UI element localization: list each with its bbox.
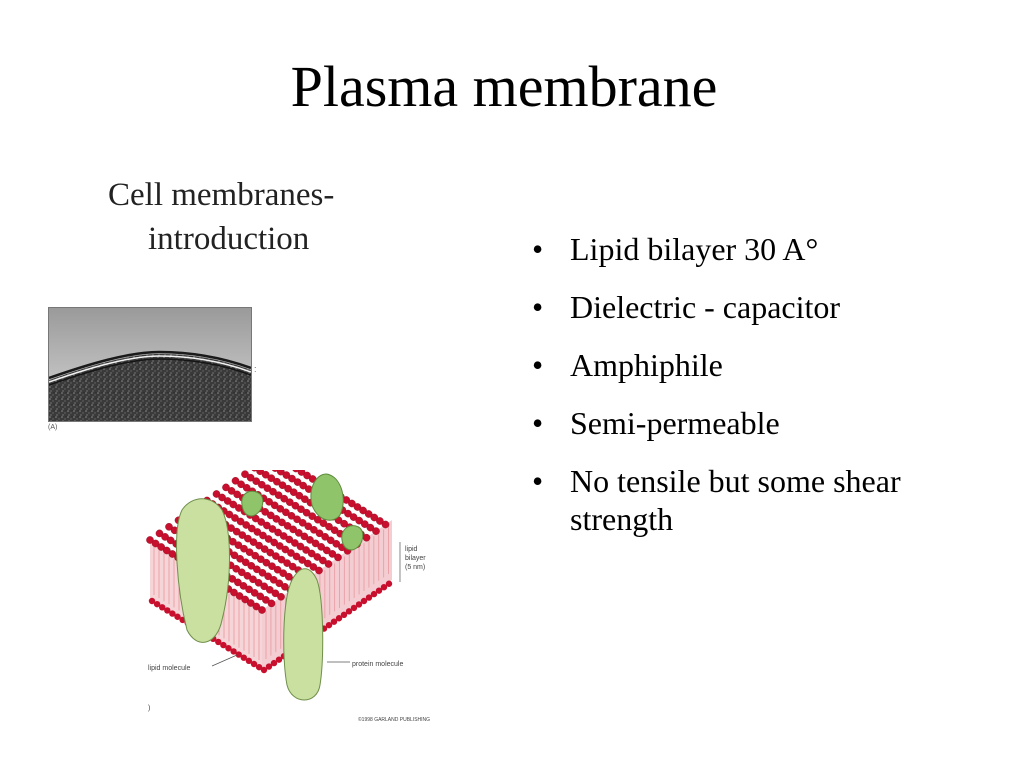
figure-heading-line2: introduction — [148, 221, 310, 257]
panel-a-label: (A) — [48, 424, 58, 431]
bullet-icon: • — [532, 231, 544, 267]
electron-micrograph — [48, 307, 252, 422]
label-protein-molecule: protein molecule — [352, 661, 404, 668]
label-copyright: ©1998 GARLAND PUBLISHING — [358, 717, 431, 723]
bullet-icon: • — [532, 463, 544, 499]
bullet-item: •No tensile but some shear strength — [532, 463, 901, 537]
bullet-icon: • — [532, 405, 544, 441]
bullet-item: •Semi-permeable — [532, 405, 780, 441]
bullet-icon: • — [532, 347, 544, 383]
figure-heading: Cell membranes- introduction — [108, 173, 408, 261]
slide-title: Plasma membrane — [290, 54, 718, 119]
figure-heading-line1: Cell membranes- — [108, 177, 335, 213]
label-lipid-molecule: lipid molecule — [148, 665, 191, 672]
bullet-item: •Amphiphile — [532, 347, 723, 383]
panel-a-marker: : — [254, 364, 257, 374]
bullet-item: •Dielectric - capacitor — [532, 289, 841, 325]
bullet-list: •Lipid bilayer 30 A° •Dielectric - capac… — [530, 230, 930, 558]
micrograph-image — [49, 308, 251, 421]
label-panel-b: ) — [148, 705, 151, 712]
bullet-icon: • — [532, 289, 544, 325]
label-lipid-bilayer: lipid bilayer (5 nm) — [405, 546, 426, 571]
bullet-item: •Lipid bilayer 30 A° — [532, 231, 819, 267]
membrane-illustration — [142, 450, 452, 730]
membrane-drawing — [146, 450, 401, 701]
